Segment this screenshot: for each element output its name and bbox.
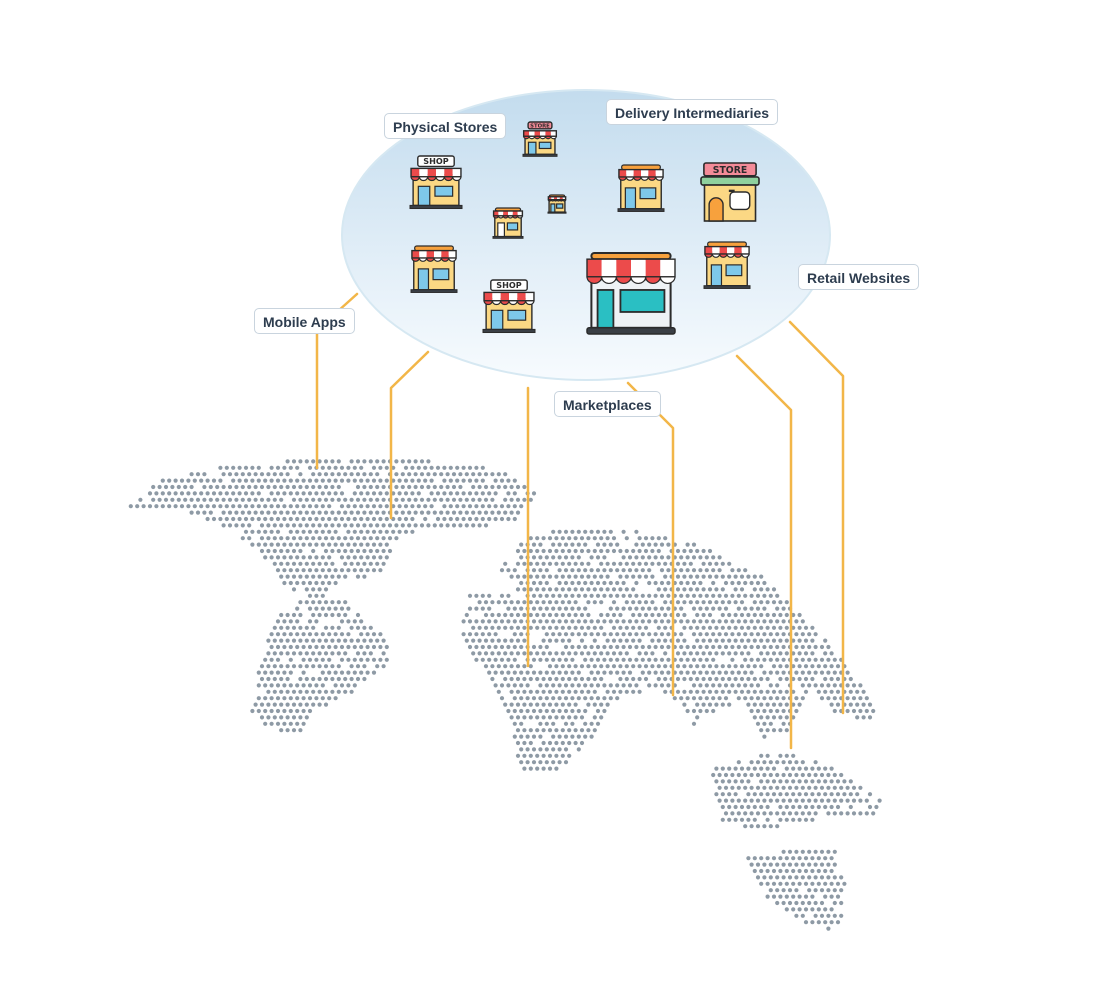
- connector-retail-websites: [788, 320, 845, 715]
- shop-icon: [617, 164, 665, 212]
- shop-icon: SHOP: [409, 155, 463, 210]
- shop-icon: [410, 245, 458, 293]
- shop-icon-tiny: [547, 194, 567, 214]
- label-retail-websites: Retail Websites: [798, 264, 920, 290]
- connector-north-america: [389, 350, 430, 520]
- store-icon: STORE: [700, 162, 760, 222]
- svg-text:STORE: STORE: [713, 165, 747, 176]
- shop-icon: [703, 241, 751, 289]
- shop-icon-small: [492, 207, 524, 239]
- label-delivery-intermediaries: Delivery Intermediaries: [606, 99, 779, 125]
- svg-text:STORE: STORE: [530, 123, 550, 129]
- label-mobile-apps: Mobile Apps: [254, 308, 355, 334]
- svg-text:SHOP: SHOP: [496, 280, 521, 290]
- store-icon: STORE: [522, 121, 558, 157]
- svg-text:SHOP: SHOP: [423, 156, 448, 166]
- label-marketplaces: Marketplaces: [554, 391, 661, 417]
- storefront-icon: [586, 252, 676, 335]
- world-map-icon: [128, 459, 882, 931]
- label-physical-stores: Physical Stores: [384, 113, 507, 139]
- shop-icon: SHOP: [482, 279, 536, 334]
- connector-east-asia: [735, 354, 793, 750]
